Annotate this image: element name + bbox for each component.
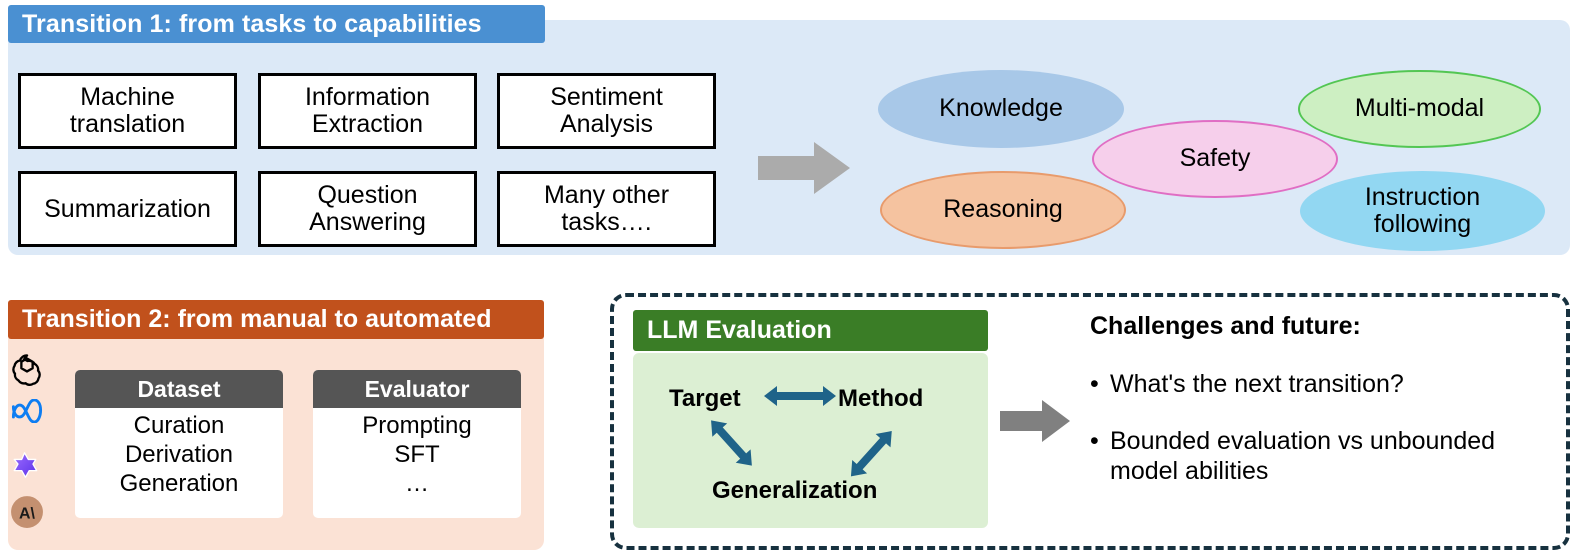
evaluator-table-header: Evaluator	[313, 370, 521, 408]
capability-ellipse-instruction-following[interactable]: Instruction following	[1300, 171, 1545, 251]
task-box-sentiment-analysis[interactable]: Sentiment Analysis	[497, 73, 716, 149]
challenges-title: Challenges and future:	[1090, 312, 1361, 340]
anthropic-logo-icon: A\	[10, 495, 44, 529]
triangle-arrows-icon	[711, 386, 892, 477]
task-box-question-answering[interactable]: Question Answering	[258, 171, 477, 247]
node-target[interactable]: Target	[669, 385, 741, 412]
table-row: Generation	[119, 469, 239, 497]
openai-logo-icon	[10, 352, 44, 386]
transition-1-header: Transition 1: from tasks to capabilities	[8, 5, 545, 43]
transition-1-title: Transition 1: from tasks to capabilities	[22, 9, 482, 38]
capability-label: Reasoning	[943, 195, 1063, 224]
capability-label: Safety	[1179, 144, 1251, 173]
eval-to-challenges-arrow-icon	[1000, 398, 1070, 444]
llm-evaluation-title: LLM Evaluation	[647, 316, 832, 344]
llm-evaluation-body: Target Method Generalization	[633, 353, 988, 528]
task-label: Sentiment Analysis	[550, 83, 663, 138]
tasks-to-capabilities-arrow-icon	[758, 140, 850, 196]
evaluator-table-body: Prompting SFT …	[313, 408, 521, 498]
challenge-text: What's the next transition?	[1110, 370, 1404, 398]
node-method[interactable]: Method	[838, 385, 924, 412]
table-row: Prompting	[362, 412, 472, 439]
challenges-dashed-panel	[610, 293, 1570, 550]
dataset-table-header: Dataset	[75, 370, 283, 408]
table-row: Curation	[133, 412, 225, 439]
dataset-table-body: Curation Derivation Generation	[75, 408, 283, 498]
bullet-icon: •	[1090, 370, 1099, 398]
node-generalization[interactable]: Generalization	[712, 477, 878, 504]
bullet-icon: •	[1090, 426, 1099, 455]
meta-logo-icon	[10, 398, 44, 433]
table-row: SFT	[394, 440, 440, 468]
transition-2-header: Transition 2: from manual to automated	[8, 300, 544, 339]
task-label: Machine translation	[69, 83, 186, 138]
capability-ellipse-safety[interactable]: Safety	[1092, 120, 1338, 198]
evaluator-table[interactable]: Evaluator Prompting SFT …	[313, 370, 521, 518]
task-label: Information Extraction	[304, 83, 431, 138]
llm-evaluation-header: LLM Evaluation	[633, 310, 988, 351]
task-label: Summarization	[44, 194, 211, 223]
challenge-text: Bounded evaluation vs unbounded model ab…	[1110, 426, 1496, 486]
capability-label: Instruction following	[1364, 182, 1481, 238]
task-box-machine-translation[interactable]: Machine translation	[18, 73, 237, 149]
capability-label: Knowledge	[939, 94, 1063, 123]
challenges-and-future-block: Challenges and future: • What's the next…	[1090, 312, 1550, 513]
task-box-many-other-tasks[interactable]: Many other tasks….	[497, 171, 716, 247]
task-box-summarization[interactable]: Summarization	[18, 171, 237, 247]
capability-ellipse-reasoning[interactable]: Reasoning	[880, 171, 1126, 249]
capability-label: Multi-modal	[1354, 94, 1485, 123]
list-item: • What's the next transition?	[1090, 369, 1550, 400]
capability-ellipse-knowledge[interactable]: Knowledge	[878, 70, 1124, 148]
table-row: Derivation	[124, 440, 234, 468]
qwen-logo-icon	[10, 447, 44, 481]
task-box-information-extraction[interactable]: Information Extraction	[258, 73, 477, 149]
transition-2-title: Transition 2: from manual to automated	[22, 305, 492, 333]
table-row: …	[405, 469, 429, 497]
list-item: • Bounded evaluation vs unbounded model …	[1090, 426, 1550, 487]
dataset-table[interactable]: Dataset Curation Derivation Generation	[75, 370, 283, 518]
task-label: Question Answering	[309, 181, 426, 236]
capability-ellipse-multi-modal[interactable]: Multi-modal	[1298, 70, 1541, 148]
svg-text:A\: A\	[19, 505, 35, 522]
task-label: Many other tasks….	[543, 181, 670, 236]
